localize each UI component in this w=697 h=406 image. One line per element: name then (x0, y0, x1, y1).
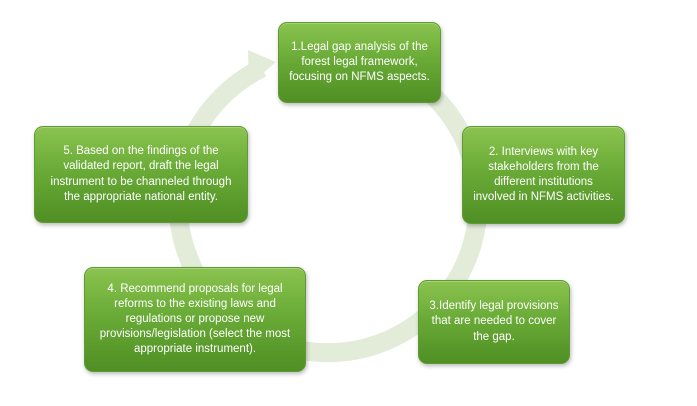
step-5-label: 5. Based on the findings of the validate… (50, 145, 232, 203)
step-3-label: 3.Identify legal provisions that are nee… (429, 300, 559, 343)
step-4-label: 4. Recommend proposals for legal reforms… (99, 282, 291, 356)
step-5-draft-instrument: 5. Based on the findings of the validate… (34, 126, 248, 223)
step-4-recommend-proposals: 4. Recommend proposals for legal reforms… (84, 267, 306, 372)
step-2-stakeholder-interviews: 2. Interviews with key stakeholders from… (462, 126, 625, 224)
ring-arrowhead-icon (248, 50, 276, 85)
step-1-label: 1.Legal gap analysis of the forest legal… (289, 40, 430, 84)
step-1-legal-gap-analysis: 1.Legal gap analysis of the forest legal… (278, 22, 441, 103)
step-3-identify-provisions: 3.Identify legal provisions that are nee… (418, 280, 570, 364)
step-2-label: 2. Interviews with key stakeholders from… (473, 145, 614, 204)
